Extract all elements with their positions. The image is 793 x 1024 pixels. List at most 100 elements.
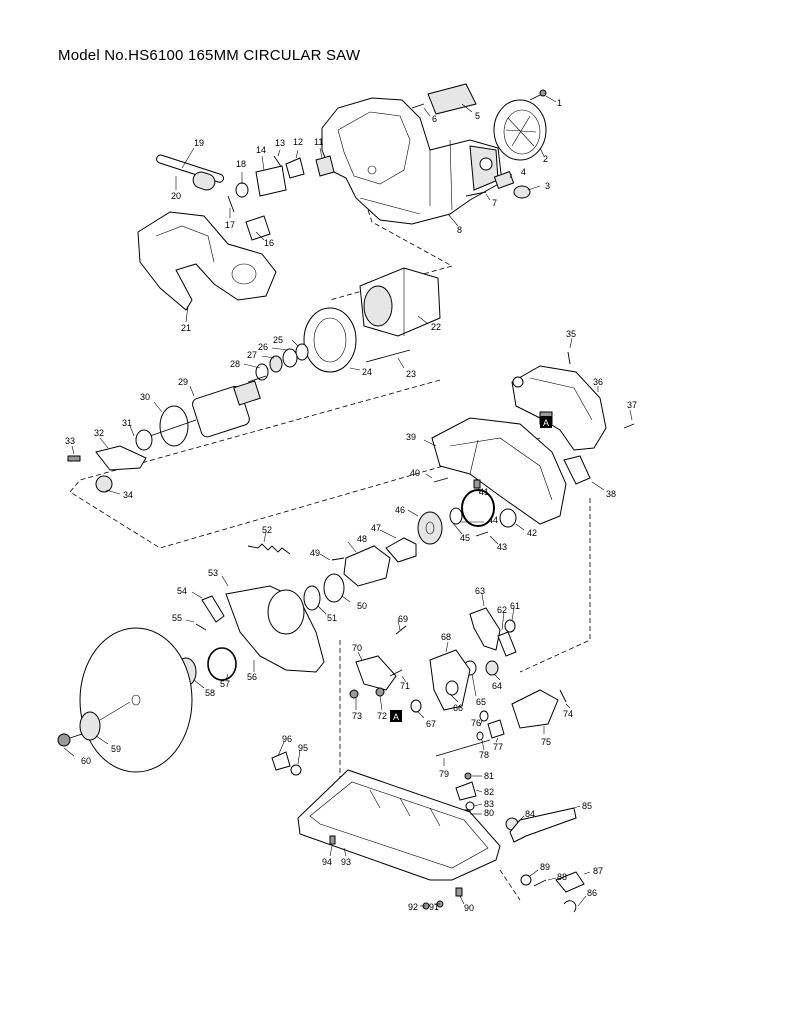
washer-18 — [235, 182, 249, 198]
switch-terminal — [245, 215, 271, 241]
callout-label: 84 — [525, 809, 535, 819]
callout-label: 81 — [484, 771, 494, 781]
washer-95 — [290, 764, 302, 776]
spindle — [385, 537, 417, 563]
screw-74 — [559, 689, 567, 703]
screw-88 — [533, 879, 547, 887]
fan-cover — [493, 99, 547, 161]
base-plate — [297, 769, 501, 881]
screw-43 — [475, 531, 489, 537]
callout-label: 90 — [464, 903, 474, 913]
callout-label: 17 — [225, 220, 235, 230]
ring-44 — [449, 507, 463, 525]
callout-label: 21 — [181, 323, 191, 333]
bearing-26 — [282, 348, 298, 368]
brush-holder — [493, 170, 515, 190]
callout-label: 31 — [122, 418, 132, 428]
callout-label: 95 — [298, 743, 308, 753]
part-96 — [271, 751, 291, 771]
callout-label: 78 — [479, 750, 489, 760]
bolt-79 — [435, 739, 491, 757]
washer-67 — [410, 699, 422, 713]
callout-label: 18 — [236, 159, 246, 169]
callout-label: 69 — [398, 614, 408, 624]
spring-78 — [476, 731, 484, 741]
screw-94 — [329, 835, 336, 845]
outer-flange — [79, 711, 101, 741]
callout-label: 43 — [497, 542, 507, 552]
page-title: Model No.HS6100 165MM CIRCULAR SAW — [58, 47, 361, 64]
callout-label: 74 — [563, 709, 573, 719]
bearing-25 — [295, 343, 309, 361]
callout-label: 80 — [484, 808, 494, 818]
field-coil — [359, 267, 441, 337]
svg-text:A: A — [393, 712, 399, 722]
screw-33 — [67, 455, 81, 462]
callout-label: 75 — [541, 737, 551, 747]
label-sticker — [427, 83, 477, 115]
callout-label: 33 — [65, 436, 75, 446]
screw-23 — [365, 349, 411, 363]
callout-label: 54 — [177, 586, 187, 596]
lever-38 — [563, 455, 591, 485]
blade-case — [431, 417, 567, 525]
callout-label: 45 — [460, 533, 470, 543]
callout-label: 44 — [488, 515, 498, 525]
callout-label: 29 — [178, 377, 188, 387]
screw-90 — [455, 887, 463, 897]
screw-35 — [567, 351, 571, 365]
bolt-40 — [433, 477, 449, 483]
callout-label: 60 — [81, 756, 91, 766]
callout-label: 70 — [352, 643, 362, 653]
callout-label: 35 — [566, 329, 576, 339]
screw-55 — [195, 623, 207, 631]
depth-guide-68 — [429, 649, 471, 711]
nut-72 — [375, 687, 385, 697]
callout-label: 41 — [479, 487, 489, 497]
callout-label: 12 — [293, 137, 303, 147]
spring-86 — [563, 900, 577, 913]
callout-label: 93 — [341, 857, 351, 867]
callout-label: 89 — [540, 862, 550, 872]
callout-label: 63 — [475, 586, 485, 596]
switch-trigger — [315, 155, 335, 177]
callout-label: 91 — [429, 902, 439, 912]
armature — [149, 375, 267, 447]
nut-73 — [349, 689, 359, 699]
shaft-lock-54 — [201, 595, 225, 623]
retaining-plate — [95, 445, 147, 471]
blade-guard-plate — [225, 585, 325, 673]
callout-label: 30 — [140, 392, 150, 402]
callout-label: 87 — [593, 866, 603, 876]
callout-labels: 1 2 3 4 5 6 7 8 11 12 13 14 16 17 18 19 … — [65, 98, 637, 913]
callout-label: 67 — [426, 719, 436, 729]
callout-label: 38 — [606, 489, 616, 499]
helical-gear — [417, 511, 443, 545]
callout-label: 39 — [406, 432, 416, 442]
callout-label: 37 — [627, 400, 637, 410]
callout-label: 77 — [493, 742, 503, 752]
callout-label: 61 — [510, 601, 520, 611]
leader-lines — [63, 95, 633, 907]
callout-label: 13 — [275, 138, 285, 148]
callout-label: 64 — [492, 681, 502, 691]
callout-label: 96 — [282, 734, 292, 744]
part-83 — [465, 801, 475, 811]
callout-label: 22 — [431, 322, 441, 332]
callout-label: 71 — [400, 681, 410, 691]
callout-label: 73 — [352, 711, 362, 721]
o-ring — [461, 489, 495, 527]
callout-label: 65 — [476, 697, 486, 707]
callout-label: 25 — [273, 335, 283, 345]
ring-51 — [303, 585, 321, 611]
callout-label: 83 — [484, 799, 494, 809]
callout-label: 6 — [432, 114, 437, 124]
rip-fence-85 — [509, 807, 577, 843]
callout-label: 16 — [264, 238, 274, 248]
callout-label: 72 — [377, 711, 387, 721]
callout-label: 42 — [527, 528, 537, 538]
callout-label: 20 — [171, 191, 181, 201]
bearing-31 — [135, 429, 153, 451]
bracket-70 — [355, 655, 397, 691]
screw-7 — [465, 191, 487, 197]
